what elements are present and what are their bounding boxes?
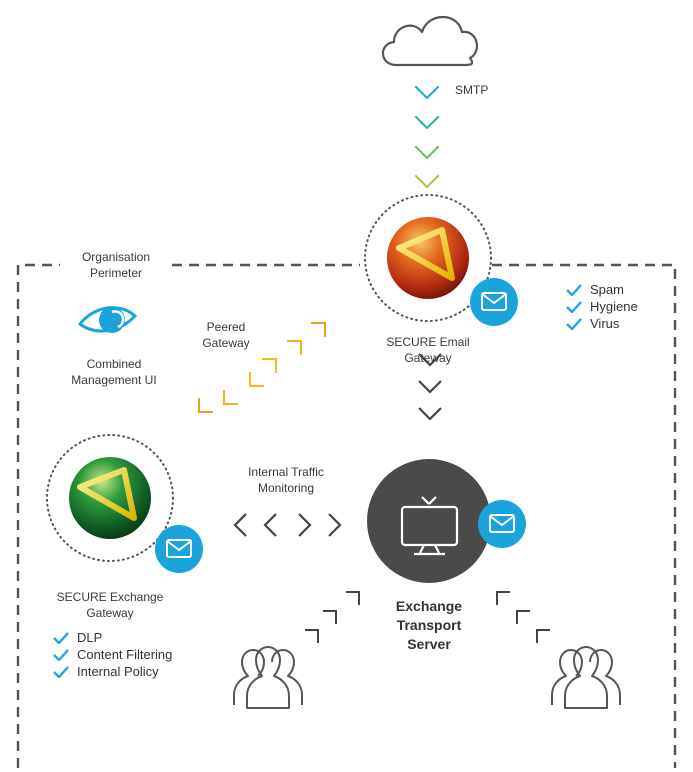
check-item-label: Virus (590, 316, 620, 331)
check-item-label: Content Filtering (77, 647, 173, 662)
check-item: Internal Policy (53, 663, 172, 680)
check-item-label: DLP (77, 630, 103, 645)
left-users-arrows (305, 591, 360, 643)
chevron-right-icon (298, 513, 312, 537)
check-item: DLP (53, 629, 172, 646)
check-icon (53, 665, 69, 678)
exchange-gateway-label-line: SECURE Exchange (56, 590, 164, 604)
server-label-line: Exchange (395, 598, 463, 614)
perimeter-label-line: Perimeter (89, 266, 142, 280)
chevron-down-icon (414, 85, 440, 100)
peered-label-line: Gateway (202, 336, 250, 350)
organisation-perimeter-label: Organisation Perimeter (60, 249, 172, 281)
secure-exchange-gateway-label: SECURE Exchange Gateway (40, 589, 180, 621)
exchange-transport-server (367, 459, 526, 583)
check-icon (53, 648, 69, 661)
organisation-perimeter (16, 263, 677, 768)
secure-exchange-gateway (46, 434, 203, 573)
check-item: Content Filtering (53, 646, 172, 663)
chevron-down-icon (418, 380, 442, 394)
management-label-line: Combined (86, 357, 142, 371)
check-item: Virus (566, 315, 638, 332)
chevron-down-icon (414, 174, 440, 189)
check-item: Hygiene (566, 298, 638, 315)
server-label-line: Server (407, 636, 451, 652)
cloud-icon (381, 16, 479, 67)
secure-logo-icon (69, 457, 151, 539)
chevron-right-icon (328, 513, 342, 537)
secure-email-gateway (364, 194, 518, 326)
exchange-gateway-label-line: Gateway (86, 606, 134, 620)
peered-gateway-label: Peered Gateway (196, 319, 256, 351)
internal-traffic-label-line: Monitoring (257, 481, 315, 495)
check-icon (566, 283, 582, 296)
exchange-gateway-checklist: DLP Content Filtering Internal Policy (53, 629, 172, 680)
peered-gateway-arrows (198, 322, 326, 413)
user-group-icon (233, 646, 303, 709)
smtp-flow-arrows (414, 85, 440, 189)
combined-management-label: Combined Management UI (50, 356, 178, 388)
check-item: Spam (566, 281, 638, 298)
chevron-down-icon (418, 407, 442, 421)
email-gateway-label-line: Gateway (404, 351, 452, 365)
chevron-left-icon (233, 513, 247, 537)
check-item-label: Internal Policy (77, 664, 159, 679)
check-item-label: Spam (590, 282, 624, 297)
chevron-down-icon (414, 115, 440, 130)
check-item-label: Hygiene (590, 299, 638, 314)
check-icon (566, 317, 582, 330)
monitor-icon (400, 496, 459, 556)
peered-label-line: Peered (206, 320, 246, 334)
exchange-transport-server-label: Exchange Transport Server (369, 597, 489, 654)
smtp-label: SMTP (455, 83, 489, 97)
chevron-down-icon (418, 353, 442, 367)
check-icon (53, 631, 69, 644)
email-gateway-label-line: SECURE Email (386, 335, 470, 349)
gateway-to-server-arrows (418, 353, 442, 421)
management-label-line: Management UI (71, 373, 157, 387)
secure-email-gateway-label: SECURE Email Gateway (368, 334, 488, 366)
chevron-down-icon (414, 145, 440, 160)
user-group-icon (551, 646, 621, 709)
right-users-arrows (496, 591, 550, 643)
perimeter-label-line: Organisation (81, 250, 151, 264)
internal-traffic-label: Internal Traffic Monitoring (226, 464, 346, 496)
server-label-line: Transport (396, 617, 462, 633)
email-gateway-checklist: Spam Hygiene Virus (566, 281, 638, 332)
eye-icon (77, 306, 138, 333)
internal-traffic-label-line: Internal Traffic (248, 465, 324, 479)
chevron-left-icon (263, 513, 277, 537)
secure-logo-icon (387, 217, 469, 299)
check-icon (566, 300, 582, 313)
internal-traffic-arrows (233, 513, 342, 537)
